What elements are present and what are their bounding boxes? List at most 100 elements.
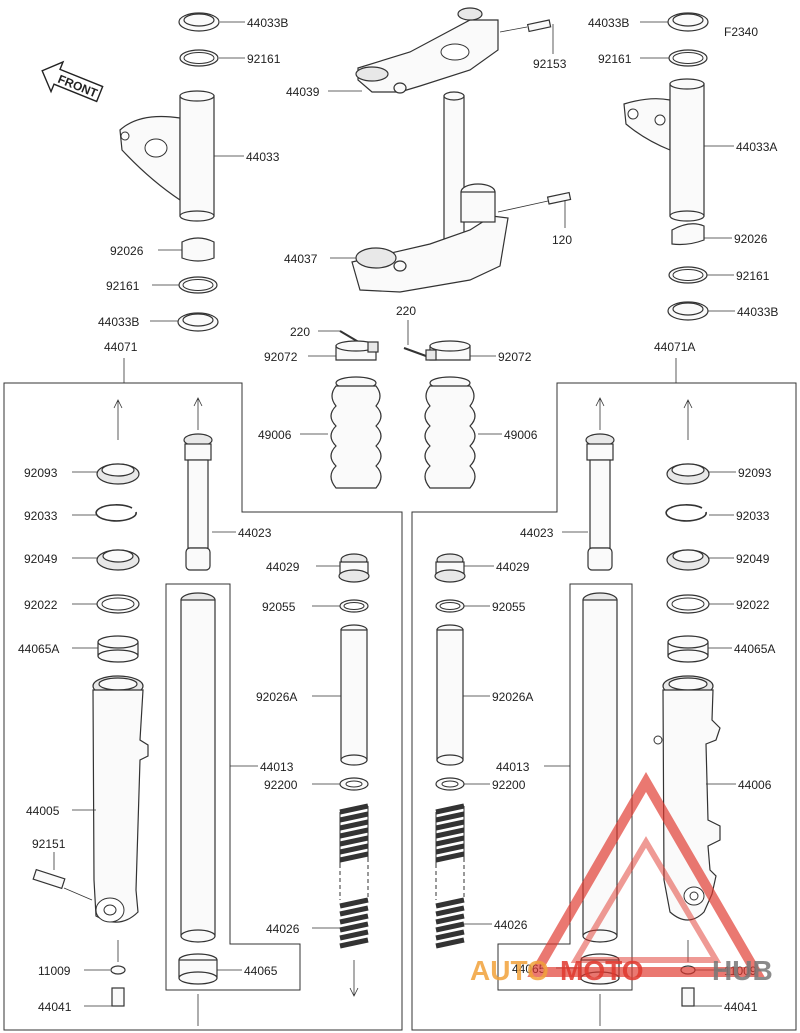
bolt-44041-r — [681, 987, 722, 1007]
label-92093-l: 92093 — [24, 466, 58, 480]
label-92049-l: 92049 — [24, 552, 58, 566]
axis-line-r1 — [595, 397, 605, 430]
washer-92200-r — [435, 777, 490, 791]
watermark-moto: MOTO — [560, 955, 643, 986]
label-92093-r: 92093 — [738, 466, 772, 480]
label-92026-l: 92026 — [110, 244, 144, 258]
label-44033: 44033 — [246, 150, 280, 164]
label-92033-r: 92033 — [736, 509, 770, 523]
outer-tube-44006 — [653, 675, 736, 921]
oring-92055-r — [435, 599, 490, 613]
label-92072-l: 92072 — [264, 350, 298, 364]
label-44065a-r: 44065A — [734, 642, 775, 656]
seal-44033b-tr — [640, 12, 709, 32]
label-44023-l: 44023 — [238, 526, 272, 540]
label-92033-l: 92033 — [24, 509, 58, 523]
label-44026-r: 44026 — [494, 918, 528, 932]
seal-92093-l — [72, 463, 140, 485]
cap-44029-l — [316, 553, 370, 583]
oring-92055-l — [312, 599, 369, 613]
label-44023-r: 44023 — [520, 526, 554, 540]
collar-92026-r — [671, 223, 732, 246]
label-92153: 92153 — [533, 57, 567, 71]
upper-bracket-44039 — [328, 7, 499, 94]
right-fork-frame — [411, 382, 797, 1031]
bolt-220-r — [403, 320, 427, 357]
label-44071a: 44071A — [654, 340, 695, 354]
ring-92161-tl — [179, 49, 245, 67]
label-92026a-l: 92026A — [256, 690, 297, 704]
left-fork-frame — [3, 382, 403, 1031]
label-92200-l: 92200 — [264, 778, 298, 792]
clip-92033-l — [72, 504, 137, 522]
axis-line-l1 — [113, 399, 123, 440]
label-44033b-tr: 44033B — [588, 16, 629, 30]
watermark-hub: HUB — [712, 955, 773, 986]
label-92022-r: 92022 — [736, 598, 770, 612]
label-44026-l: 44026 — [266, 922, 300, 936]
clamp-92072-r — [425, 340, 496, 361]
label-49006-l: 49006 — [258, 428, 292, 442]
ring-92161-mr — [668, 266, 734, 284]
spacer-92026a-l — [312, 624, 368, 766]
label-44041-l: 44041 — [38, 1000, 72, 1014]
bolt-92153 — [499, 19, 554, 54]
label-92161-ml: 92161 — [106, 279, 140, 293]
ring-92161-ml — [152, 276, 218, 294]
right-inner-tube-frame — [497, 583, 633, 991]
axis-line-r2 — [683, 399, 693, 440]
front-arrow-icon: FRONT — [41, 60, 104, 103]
label-92161-tr: 92161 — [598, 52, 632, 66]
label-44033a: 44033A — [736, 140, 777, 154]
washer-92200-l — [312, 777, 369, 791]
label-44065a-l: 44065A — [18, 642, 59, 656]
label-44039: 44039 — [286, 85, 320, 99]
label-44013-r: 44013 — [496, 760, 530, 774]
seal-92049-r — [666, 549, 734, 571]
label-92161-mr: 92161 — [736, 269, 770, 283]
ring-92161-tr — [640, 49, 708, 67]
spring-44026-l — [312, 803, 369, 997]
label-44033b-mr: 44033B — [737, 305, 778, 319]
left-inner-tube-frame — [165, 583, 301, 991]
bracket-44033a — [623, 78, 734, 222]
label-44029-r: 44029 — [496, 560, 530, 574]
bushing-44065a-r — [667, 635, 732, 663]
outer-tube-44005 — [72, 675, 149, 923]
label-92055-r: 92055 — [492, 600, 526, 614]
label-44029-l: 44029 — [266, 560, 300, 574]
washer-11009-l — [84, 940, 126, 975]
bolt-120 — [497, 191, 572, 228]
washer-92022-l — [72, 594, 140, 614]
label-11009-l: 11009 — [38, 964, 71, 978]
label-44041-r: 44041 — [724, 1000, 758, 1014]
label-44033b-tl: 44033B — [247, 16, 288, 30]
inner-tube-44013-l — [180, 592, 258, 943]
bushing-44065-l — [178, 953, 242, 985]
watermark-logo — [527, 772, 765, 977]
label-92049-r: 92049 — [736, 552, 770, 566]
bolt-92151 — [32, 852, 93, 901]
label-92055-l: 92055 — [262, 600, 296, 614]
label-92026a-r: 92026A — [492, 690, 533, 704]
axis-line-l2 — [193, 397, 203, 430]
label-220-r: 220 — [396, 304, 416, 318]
cap-44029-r — [434, 553, 494, 583]
seal-44033b-tl — [178, 12, 245, 32]
damper-rod-44023-l — [183, 433, 236, 571]
label-92151: 92151 — [32, 837, 66, 851]
collar-92026-l — [158, 237, 215, 262]
label-44005: 44005 — [26, 804, 60, 818]
label-44037: 44037 — [284, 252, 318, 266]
steering-stem-44037 — [330, 91, 509, 293]
damper-rod-44023-r — [562, 433, 615, 571]
clip-92033-r — [665, 504, 734, 522]
seal-44033b-ml — [150, 312, 219, 332]
label-44065-l: 44065 — [244, 964, 278, 978]
washer-92022-r — [666, 594, 734, 614]
watermark-auto: AUTO — [470, 955, 549, 986]
clamp-92072-l — [308, 340, 379, 361]
bushing-44065a-l — [72, 635, 139, 663]
spring-44026-r — [435, 803, 492, 949]
spacer-92026a-r — [436, 624, 490, 766]
